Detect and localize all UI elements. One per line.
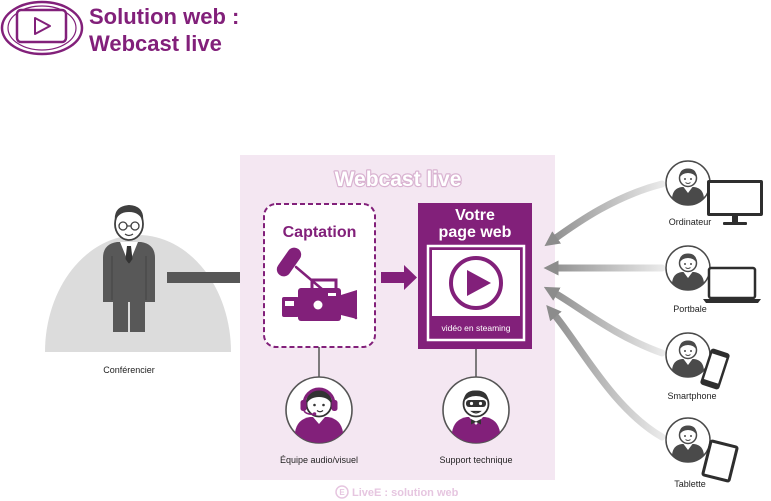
camera-button (328, 293, 336, 296)
avatar-mouth (316, 410, 324, 413)
goggles-icon (466, 400, 486, 407)
page-title-line2: Webcast live (89, 31, 222, 56)
avatar-collar (313, 417, 325, 424)
presenter-person-icon (103, 205, 155, 332)
presenter-label: Conférencier (103, 365, 155, 375)
page-web-title-line2: page web (439, 224, 512, 241)
arrow-shaft (381, 272, 405, 283)
logo-screen (15, 8, 68, 44)
camera-lens (341, 290, 357, 319)
boom-microphone-icon (276, 247, 302, 277)
technician-person-icon (442, 376, 510, 444)
avatar-mouth (470, 410, 482, 414)
camera-boom-mic-icon (276, 247, 358, 321)
presenter-jacket (103, 242, 155, 302)
avatar-eye (322, 403, 325, 407)
monitor-screen (710, 183, 760, 213)
viewer-ordinateur: Ordinateur (665, 160, 763, 227)
avatar-body (295, 417, 343, 443)
headphones-cup-left (300, 400, 307, 411)
play-button-icon (449, 256, 503, 310)
camera-detail (313, 300, 323, 310)
viewer-avatar-icon (665, 417, 711, 463)
presenter-tie (125, 246, 133, 264)
tablet-icon (701, 439, 739, 483)
viewer-avatar-icon (665, 160, 711, 206)
page-web-title-line1: Votre (455, 207, 495, 224)
footer-brand-text: LiveE : solution web (352, 487, 459, 499)
arrow-shaft (167, 272, 245, 283)
headset-mic-icon (312, 412, 317, 416)
smartphone-icon (700, 348, 730, 390)
brand-logo-letter: E (339, 488, 345, 497)
phone-screen (703, 353, 727, 384)
arrow-head-icon (404, 265, 417, 290)
logo-inner-ring (7, 5, 77, 51)
viewfinder-screen (285, 301, 294, 306)
technical-support-label: Support technique (439, 455, 512, 465)
headphones-cup-right (331, 400, 338, 411)
presenter-mouth (124, 233, 134, 237)
logo-outer-ring (0, 0, 84, 56)
arrow-ordinateur-to-page (544, 180, 666, 247)
laptop-base (703, 299, 761, 303)
arrow-smartphone-to-page (543, 286, 666, 357)
laptop-screen (707, 266, 757, 300)
play-triangle-icon (467, 270, 491, 296)
video-caption: vidéo en steaming (442, 323, 511, 333)
monitor-stand (732, 216, 738, 222)
camera-viewfinder (282, 297, 299, 317)
viewer-label-ordinateur: Ordinateur (669, 217, 712, 227)
presenter: Conférencier (45, 205, 231, 375)
page-web-box: Votre page web vidéo en steaming (418, 203, 532, 349)
avatar-collar (469, 417, 483, 425)
headphones-person-icon (285, 376, 353, 444)
brand-logo-icon (335, 485, 349, 499)
bowtie-icon (471, 419, 481, 425)
presenter-leg-left (113, 296, 128, 332)
goggles-lens (469, 401, 474, 406)
viewer-label-portable: Portbale (673, 304, 707, 314)
presenter-hair (114, 205, 144, 222)
arrow-tablette-to-page (546, 304, 666, 441)
technical-support: Support technique (439, 376, 513, 465)
viewer-label-smartphone: Smartphone (667, 391, 716, 401)
video-play-icon (34, 17, 51, 35)
viewer-label-tablette: Tablette (674, 479, 706, 489)
viewer-smartphone: Smartphone (665, 332, 730, 401)
captation-title: Captation (283, 224, 357, 241)
camera-handle (310, 278, 338, 289)
viewer-tablette: Tablette (665, 417, 739, 489)
captation-box: Captation (263, 203, 376, 348)
header-logo (0, 0, 84, 56)
footer-brand: E LiveE : solution web (335, 485, 459, 499)
viewer-arrows (543, 180, 666, 441)
presenter-leg-right (130, 296, 145, 332)
page-title-line1: Solution web : (89, 4, 239, 29)
laptop-icon (703, 266, 761, 303)
monitor-base (723, 222, 747, 225)
viewer-avatar-icon (665, 245, 711, 291)
audio-visual-team-label: Équipe audio/visuel (280, 455, 358, 465)
tablet-screen (704, 442, 736, 480)
avatar-body (452, 417, 500, 443)
goggles-lens (478, 401, 483, 406)
avatar-hair (306, 390, 332, 404)
viewer-avatar-icon (665, 332, 711, 378)
video-player-frame (426, 244, 526, 342)
viewer-portable: Portbale (665, 245, 761, 314)
avatar-hair (463, 390, 489, 402)
avatar-eye (313, 403, 316, 407)
desktop-monitor-icon (707, 180, 763, 225)
audio-visual-team: Équipe audio/visuel (280, 376, 358, 465)
headphones-band (302, 387, 336, 405)
arrow-captation-to-page-web (381, 265, 417, 290)
webcast-panel-title: Webcast live (335, 168, 462, 191)
